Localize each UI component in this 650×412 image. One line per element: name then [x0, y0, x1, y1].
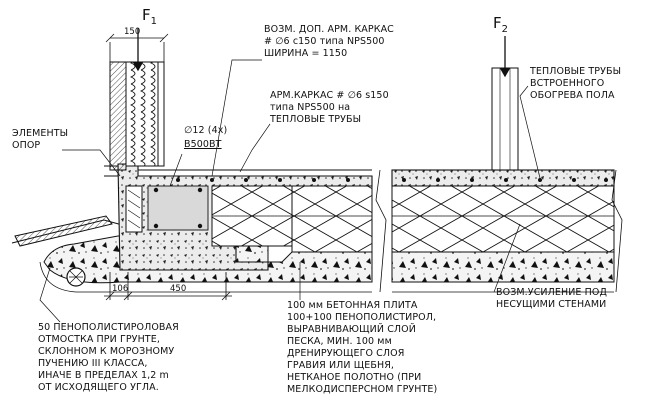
dimension-106: 106	[112, 284, 129, 294]
label-reinforcement-cage: ВОЗМ. ДОП. АРМ. КАРКАС # ∅6 с150 типа NP…	[264, 24, 394, 59]
label-wall-reinforcement: ВОЗМ.УСИЛЕНИЕ ПОД НЕСУЩИМИ СТЕНАМИ	[496, 287, 607, 310]
heating-pipes-right	[402, 178, 608, 182]
heating-pipes-left	[176, 178, 350, 182]
label-rebar: ∅12 (4x)	[184, 125, 228, 136]
label-mesh-on-pipes: АРМ.КАРКАС # ∅6 s150 типа NPS500 на ТЕПЛ…	[270, 90, 389, 125]
label-insulation-slope: 50 ПЕНОПОЛИСТИРОЛОВАЯ ОТМОСТКА ПРИ ГРУНТ…	[38, 322, 179, 393]
label-slab-layers: 100 мм БЕТОННАЯ ПЛИТА 100+100 ПЕНОПОЛИСТ…	[287, 300, 438, 395]
label-rebar-class: B500BT	[184, 139, 222, 150]
rebar-dots	[153, 187, 203, 229]
label-heating-pipes: ТЕПЛОВЫЕ ТРУБЫ ВСТРОЕННОГО ОБОГРЕВА ПОЛА	[530, 66, 622, 101]
label-support-elements: ЭЛЕМЕНТЫ ОПОР	[12, 128, 69, 151]
force-f1-label: F1	[142, 6, 158, 27]
force-f2-label: F2	[493, 14, 509, 35]
dimension-450: 450	[170, 284, 187, 294]
dimension-150: 150	[124, 27, 141, 37]
